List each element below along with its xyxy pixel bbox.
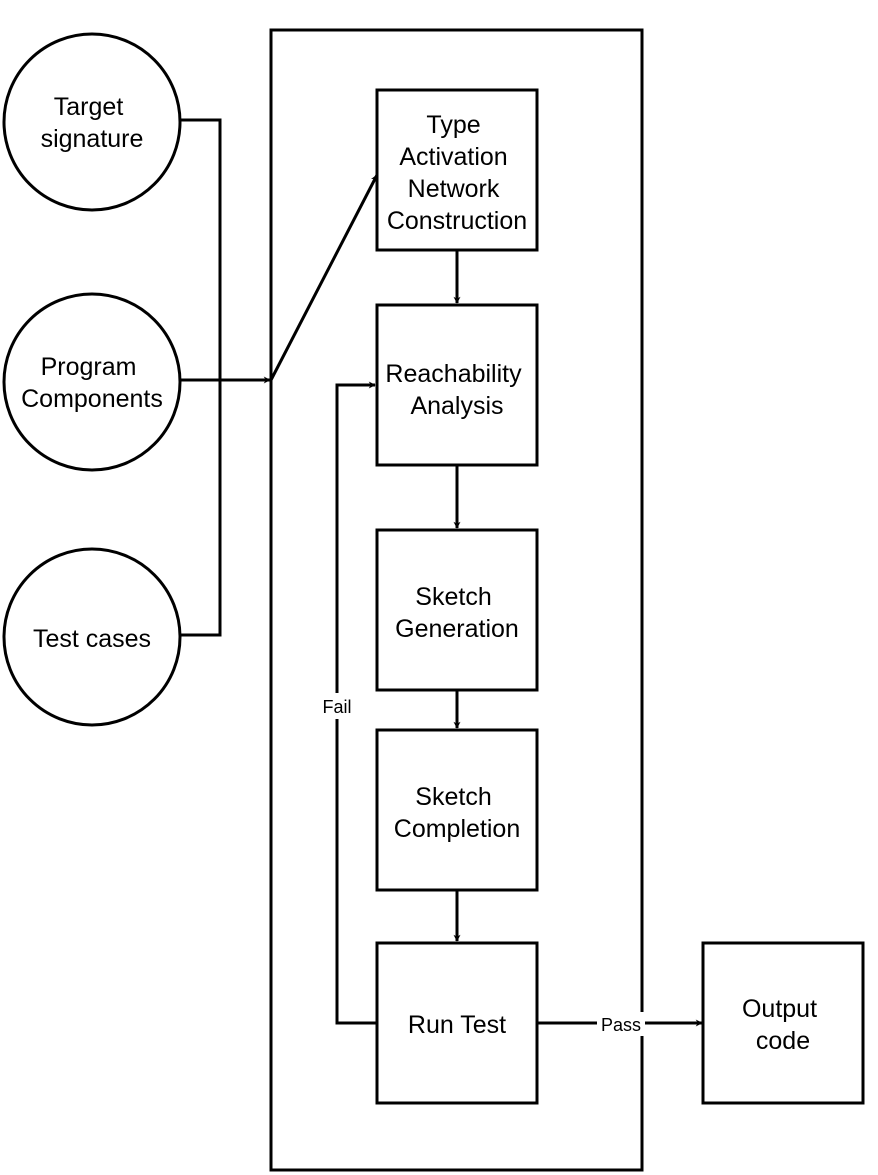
test-cases-label: Test cases — [33, 625, 151, 653]
entry-arrow — [269, 174, 379, 381]
sketch-completion-label-line1: Sketch — [415, 783, 491, 811]
sketch-generation-label-line1: Sketch — [415, 583, 491, 611]
pass-edge-label: Pass — [601, 1015, 641, 1035]
output-code-node: Output code — [701, 941, 865, 1105]
type-activation-label-line3: Network — [408, 175, 500, 203]
test-cases-node: Test cases — [2, 547, 182, 727]
run-test-label: Run Test — [408, 1011, 506, 1039]
input-bus-connector — [180, 118, 266, 637]
run-test-step: Run Test — [375, 941, 539, 1105]
pipeline-container — [269, 28, 644, 1172]
svg-text:Sketch Completion: Sketch Completion — [394, 783, 520, 843]
svg-text:Reachability Analysis: Reachability Analysis — [385, 360, 528, 420]
type-activation-label-line1: Type — [426, 111, 480, 139]
reachability-label-line1: Reachability — [385, 360, 522, 388]
type-activation-step: Type Activation Network Construction — [375, 88, 539, 252]
svg-text:Target signature: Target signature — [41, 93, 144, 153]
program-components-node: Program Components — [2, 292, 182, 472]
svg-text:Type Activation Ne: Type Activation Network Construction — [387, 111, 527, 235]
reachability-label-line2: Analysis — [410, 392, 503, 420]
output-code-label-line2: code — [756, 1027, 810, 1055]
svg-text:Output code: Output code — [742, 995, 824, 1055]
program-components-label-line1: Program — [41, 353, 137, 381]
fail-edge-label: Fail — [322, 697, 351, 717]
reachability-analysis-step: Reachability Analysis — [375, 303, 539, 467]
svg-text:Run Test: Run Test — [408, 1011, 506, 1039]
target-signature-label-line1: Target — [54, 93, 124, 121]
svg-text:Sketch Generation: Sketch Generation — [395, 583, 519, 643]
svg-text:Program Components: Program Components — [21, 353, 163, 413]
sketch-generation-label-line2: Generation — [395, 615, 519, 643]
svg-text:Test cases: Test cases — [33, 625, 151, 653]
program-components-label-line2: Components — [21, 385, 163, 413]
output-code-label-line1: Output — [742, 995, 817, 1023]
type-activation-label-line4: Construction — [387, 207, 527, 235]
target-signature-node: Target signature — [2, 32, 182, 212]
type-activation-label-line2: Activation — [399, 143, 507, 171]
target-signature-label-line2: signature — [41, 125, 144, 153]
sketch-generation-step: Sketch Generation — [375, 528, 539, 692]
sketch-completion-label-line2: Completion — [394, 815, 520, 843]
sketch-completion-step: Sketch Completion — [375, 728, 539, 892]
